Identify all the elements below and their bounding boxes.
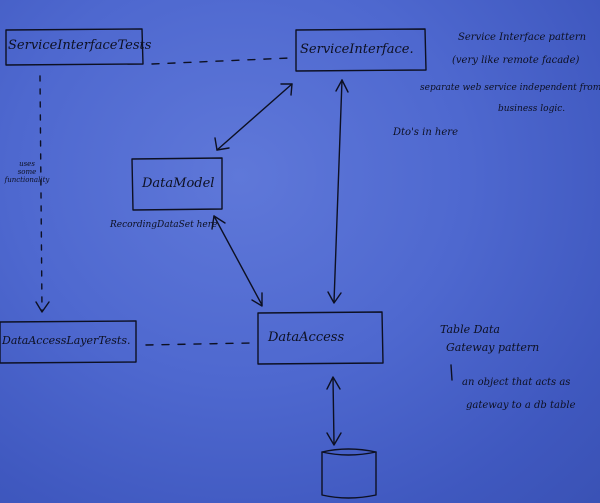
box-data-access bbox=[257, 311, 384, 365]
box-data-access-layer-tests bbox=[0, 320, 137, 364]
table-data-line3: an object that acts as bbox=[462, 377, 571, 388]
recording-dataset-note: RecordingDataSet here bbox=[110, 220, 218, 230]
uses-functionality-note: uses some functionality bbox=[4, 160, 50, 184]
table-data-line1: Table Data bbox=[440, 323, 500, 336]
service-pattern-line3: separate web service independent from bbox=[420, 83, 600, 93]
data-access-layer-tests-label: DataAccessLayerTests. bbox=[2, 334, 131, 347]
box-service-interface bbox=[295, 28, 427, 72]
note-functionality: functionality bbox=[4, 176, 50, 184]
dashed-dal-tests-to-data-access bbox=[145, 342, 251, 346]
arrow-data-access-to-database bbox=[332, 377, 335, 444]
dashed-tests-to-dal-tests bbox=[39, 75, 43, 311]
service-pattern-line2: (very like remote facade) bbox=[452, 55, 580, 66]
service-pattern-line4: business logic. bbox=[498, 104, 566, 114]
service-pattern-line1: Service Interface pattern bbox=[458, 32, 587, 43]
arrow-data-model-to-data-access bbox=[213, 215, 263, 306]
arrow-service-to-data-access bbox=[333, 79, 343, 303]
database-cylinder bbox=[321, 448, 377, 499]
service-interface-tests-label: ServiceInterfaceTests bbox=[8, 38, 152, 53]
table-data-line2: Gateway pattern bbox=[446, 341, 540, 354]
data-access-label: DataAccess bbox=[268, 330, 345, 345]
note-some: some bbox=[17, 168, 37, 176]
arrow-service-to-data-model bbox=[216, 83, 293, 151]
note-uses: uses bbox=[19, 160, 35, 168]
dtos-note: Dto's in here bbox=[393, 127, 458, 138]
data-model-label: DataModel bbox=[142, 176, 215, 191]
table-data-line4: gateway to a db table bbox=[466, 400, 576, 411]
box-data-model bbox=[131, 157, 223, 211]
service-interface-label: ServiceInterface. bbox=[300, 42, 414, 57]
box-service-interface-tests bbox=[5, 28, 144, 66]
dashed-tests-to-service bbox=[151, 57, 291, 65]
